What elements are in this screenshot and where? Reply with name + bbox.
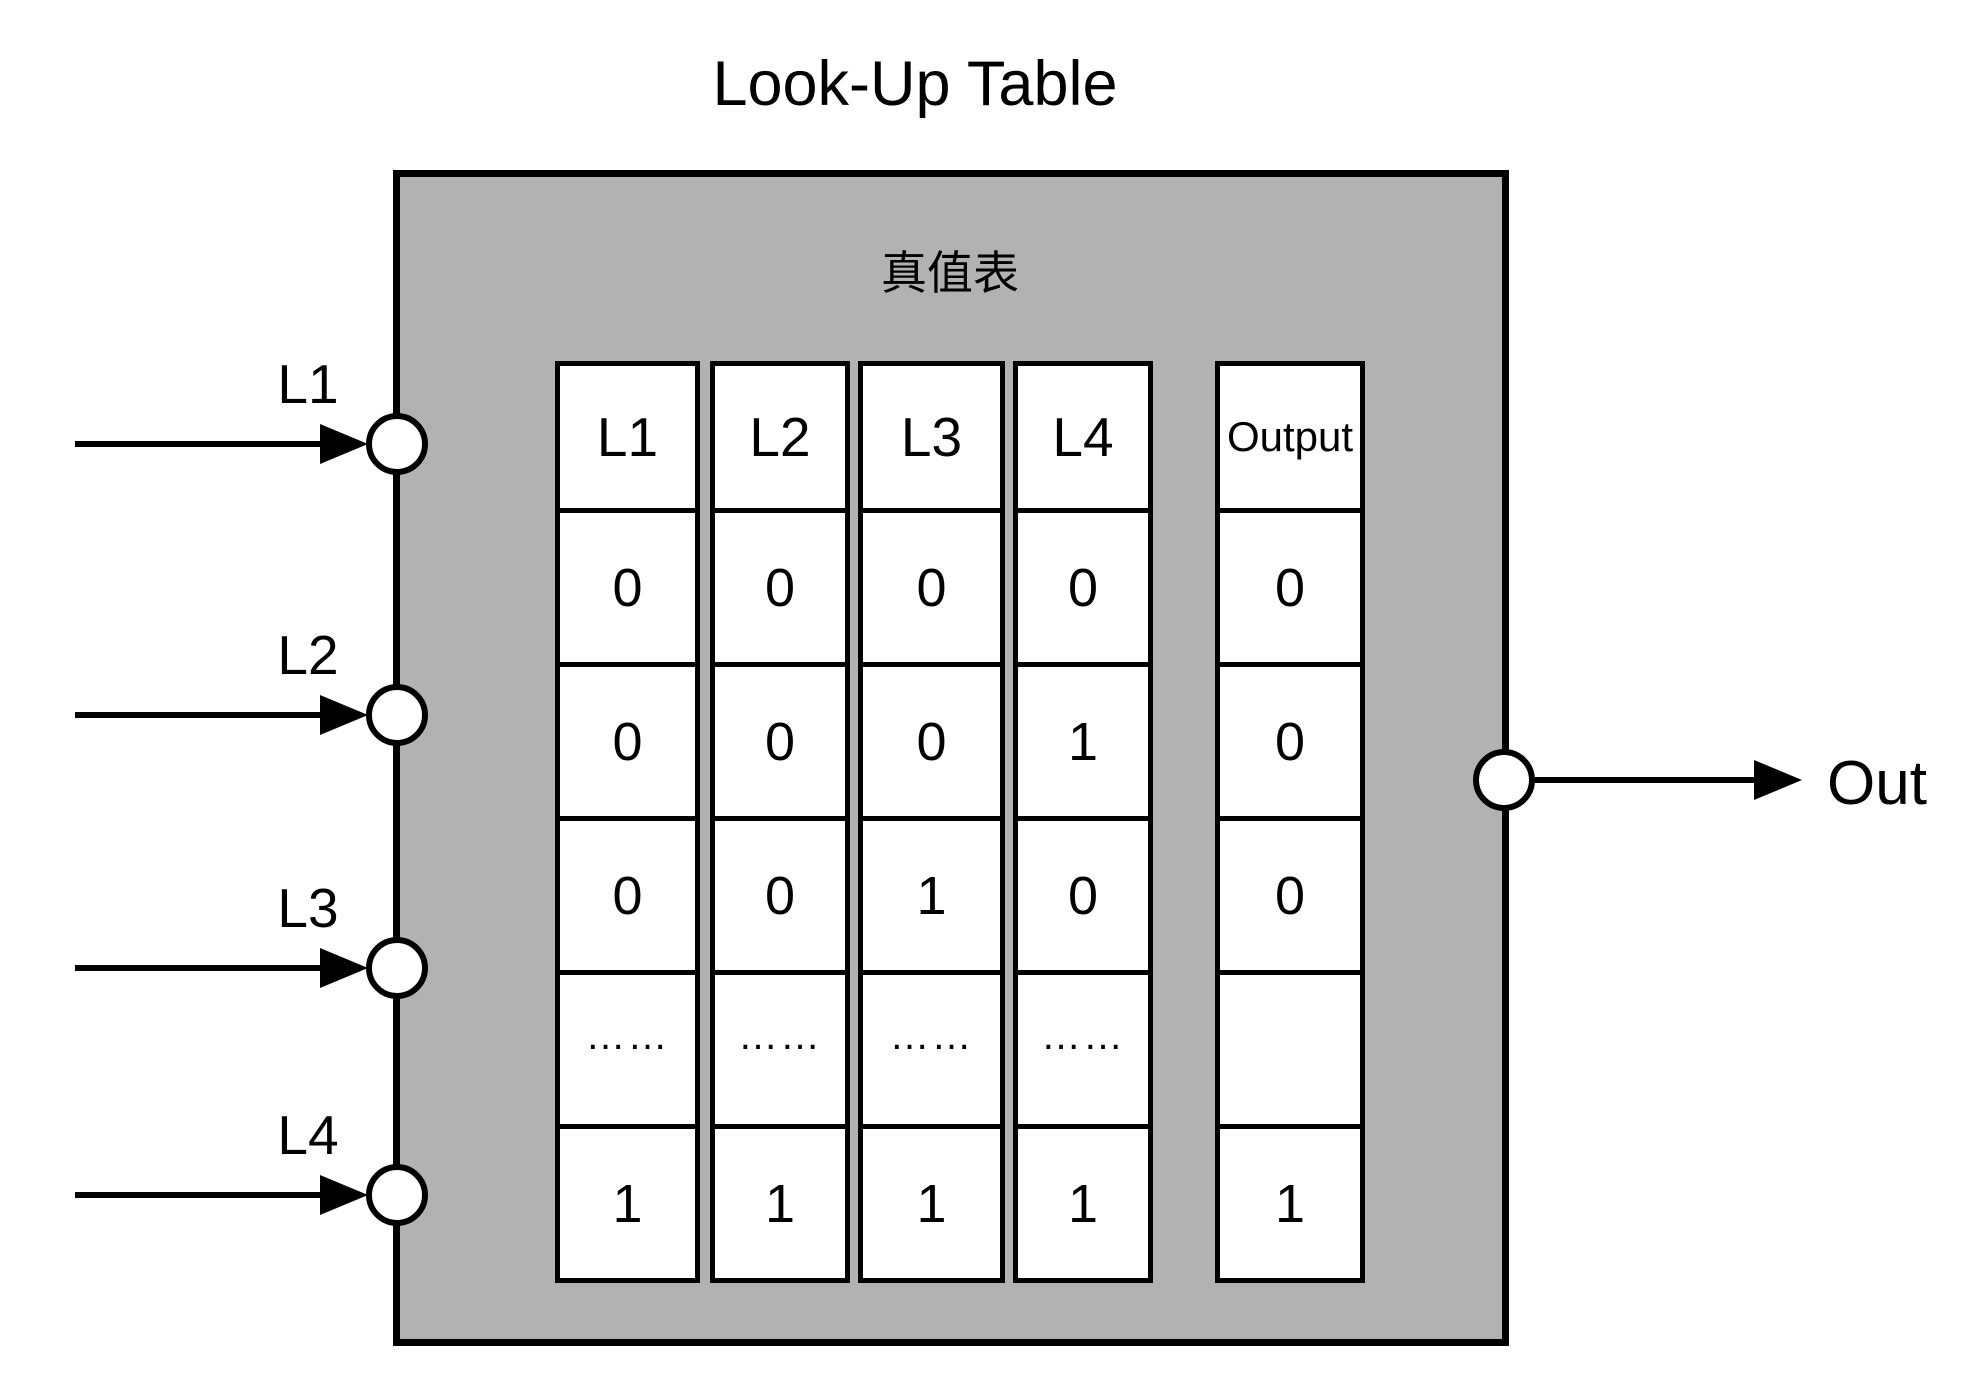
input-node-l3 [366, 937, 428, 999]
header-cell: L4 [1013, 361, 1153, 513]
output-value-cell: 0 [1215, 816, 1365, 975]
value-cell: 1 [1013, 662, 1153, 821]
input-label-l2: L2 [277, 624, 339, 686]
output-value-cell [1215, 970, 1365, 1129]
value-cell: 0 [710, 508, 850, 667]
output-header-cell: Output [1215, 361, 1365, 513]
input-arrow-line-l1 [75, 441, 327, 447]
output-node [1473, 749, 1535, 811]
value-cell: 0 [555, 508, 700, 667]
output-column: Output 0 0 0 1 [1215, 361, 1365, 1283]
input-arrowhead-icon-l2 [320, 695, 368, 735]
value-cell: 1 [858, 816, 1005, 975]
value-cell: 0 [1013, 816, 1153, 975]
value-cell: 0 [858, 662, 1005, 821]
output-value-cell: 1 [1215, 1124, 1365, 1283]
value-cell: 0 [858, 508, 1005, 667]
diagram-title: Look-Up Table [712, 49, 1118, 119]
ellipsis-cell: …… [710, 970, 850, 1129]
input-node-l2 [366, 684, 428, 746]
output-value-cell: 0 [1215, 508, 1365, 667]
value-cell: 0 [555, 662, 700, 821]
input-label-l3: L3 [277, 877, 339, 939]
input-arrowhead-icon-l1 [320, 424, 368, 464]
output-arrow-line [1535, 777, 1757, 783]
input-label-l1: L1 [277, 353, 339, 415]
input-arrow-line-l2 [75, 712, 327, 718]
input-arrow-line-l4 [75, 1192, 327, 1198]
value-cell: 0 [1013, 508, 1153, 667]
table-column-l4: L4 0 1 0 …… 1 [1013, 361, 1153, 1283]
value-cell: 0 [710, 662, 850, 821]
input-arrow-line-l3 [75, 965, 327, 971]
output-arrowhead-icon [1754, 760, 1802, 800]
truth-table-label: 真值表 [881, 247, 1019, 299]
input-arrowhead-icon-l3 [320, 948, 368, 988]
table-column-l1: L1 0 0 0 …… 1 [555, 361, 700, 1283]
output-value-cell: 0 [1215, 662, 1365, 821]
ellipsis-cell: …… [555, 970, 700, 1129]
table-column-l2: L2 0 0 0 …… 1 [710, 361, 850, 1283]
value-cell: 1 [555, 1124, 700, 1283]
output-label: Out [1827, 749, 1927, 818]
table-column-l3: L3 0 0 1 …… 1 [858, 361, 1005, 1283]
input-node-l4 [366, 1164, 428, 1226]
header-cell: L1 [555, 361, 700, 513]
header-cell: L3 [858, 361, 1005, 513]
value-cell: 1 [710, 1124, 850, 1283]
value-cell: 1 [1013, 1124, 1153, 1283]
value-cell: 0 [555, 816, 700, 975]
input-node-l1 [366, 413, 428, 475]
input-label-l4: L4 [277, 1104, 339, 1166]
value-cell: 1 [858, 1124, 1005, 1283]
ellipsis-cell: …… [1013, 970, 1153, 1129]
ellipsis-cell: …… [858, 970, 1005, 1129]
header-cell: L2 [710, 361, 850, 513]
input-arrowhead-icon-l4 [320, 1175, 368, 1215]
value-cell: 0 [710, 816, 850, 975]
